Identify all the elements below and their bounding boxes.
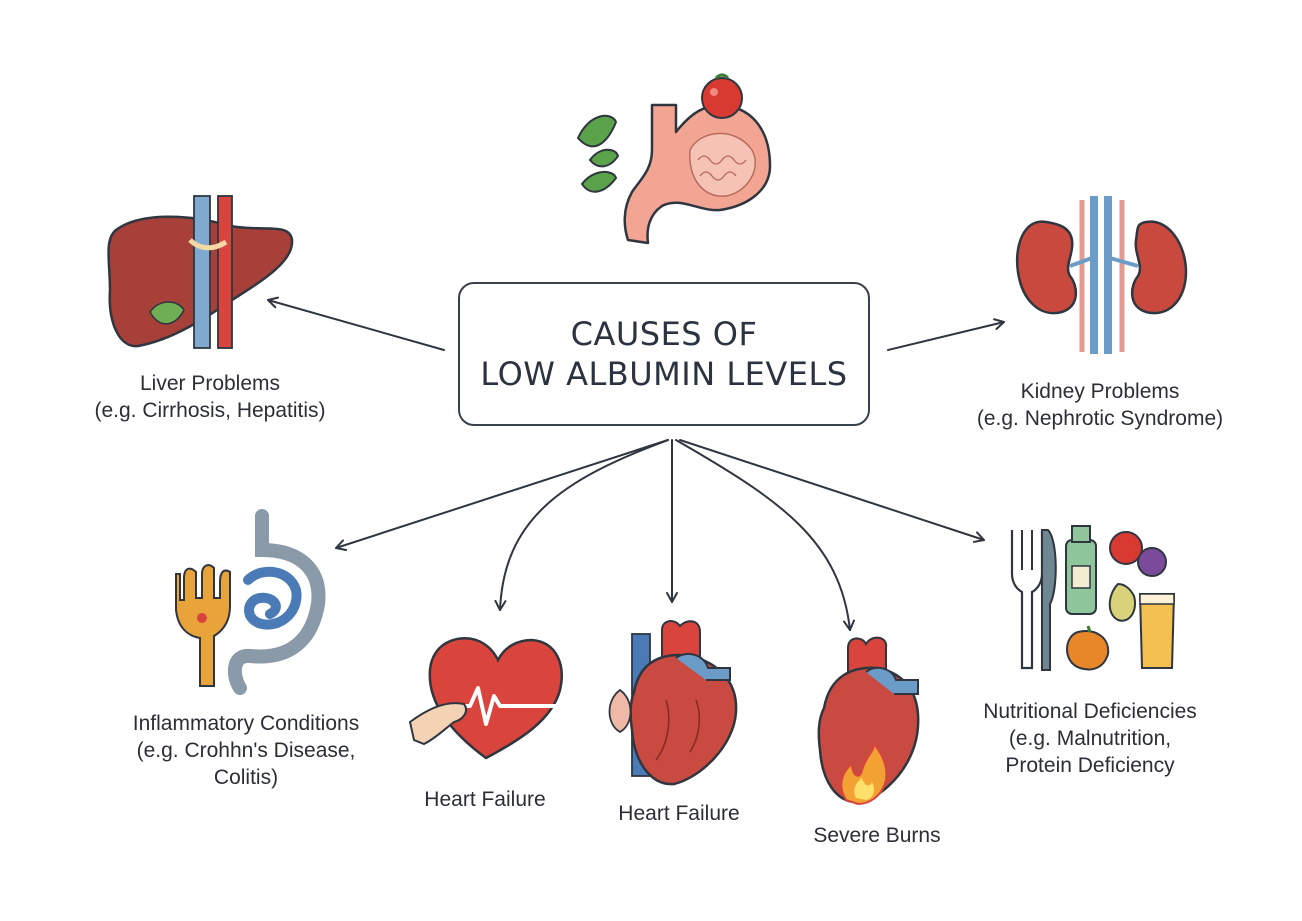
inflammatory-label-line-3: Colitis) [96,764,396,791]
nutrition-label-line-1: Nutritional Deficiencies [950,698,1230,725]
inflammatory-label-line-2: (e.g. Crohhn's Disease, [96,737,396,764]
leaf-icon [578,116,618,192]
center-title-box: CAUSES OF LOW ALBUMIN LEVELS [458,282,870,426]
arrow-to-severe-burns [676,440,850,630]
heart-failure-2-label: Heart Failure [594,800,764,827]
liver-icon [109,196,293,348]
title-line-1: CAUSES OF [571,314,758,354]
kidney-icon [1017,196,1186,354]
food-icon [1012,526,1174,670]
arrow-to-inflammatory [336,440,668,548]
arrow-to-liver [268,300,444,350]
inflammatory-label: Inflammatory Conditions (e.g. Crohhn's D… [96,710,396,791]
heart-ecg-icon [410,638,562,758]
arrow-to-nutrition [680,440,984,540]
liver-label-line-1: Liver Problems [70,370,350,397]
arrow-to-heart-failure-1 [500,440,668,610]
severe-burns-label-line-1: Severe Burns [792,822,962,849]
liver-label-line-2: (e.g. Cirrhosis, Hepatitis) [70,397,350,424]
title-line-2: LOW ALBUMIN LEVELS [480,354,847,394]
nutrition-label: Nutritional Deficiencies (e.g. Malnutrit… [950,698,1230,779]
anatomical-heart-icon [610,621,737,784]
heart-failure-1-label-line-1: Heart Failure [400,786,570,813]
inflammatory-label-line-1: Inflammatory Conditions [96,710,396,737]
stomach-icon [625,105,770,243]
kidney-label: Kidney Problems (e.g. Nephrotic Syndrome… [950,378,1250,432]
intestine-icon [176,516,318,688]
severe-burns-label: Severe Burns [792,822,962,849]
kidney-label-line-1: Kidney Problems [950,378,1250,405]
heart-failure-1-label: Heart Failure [400,786,570,813]
tomato-icon [702,75,742,118]
heart-failure-2-label-line-1: Heart Failure [594,800,764,827]
arrow-to-kidney [888,322,1004,350]
liver-label: Liver Problems (e.g. Cirrhosis, Hepatiti… [70,370,350,424]
nutrition-label-line-3: Protein Deficiency [950,752,1230,779]
kidney-label-line-2: (e.g. Nephrotic Syndrome) [950,405,1250,432]
nutrition-label-line-2: (e.g. Malnutrition, [950,725,1230,752]
burning-heart-icon [819,638,918,804]
